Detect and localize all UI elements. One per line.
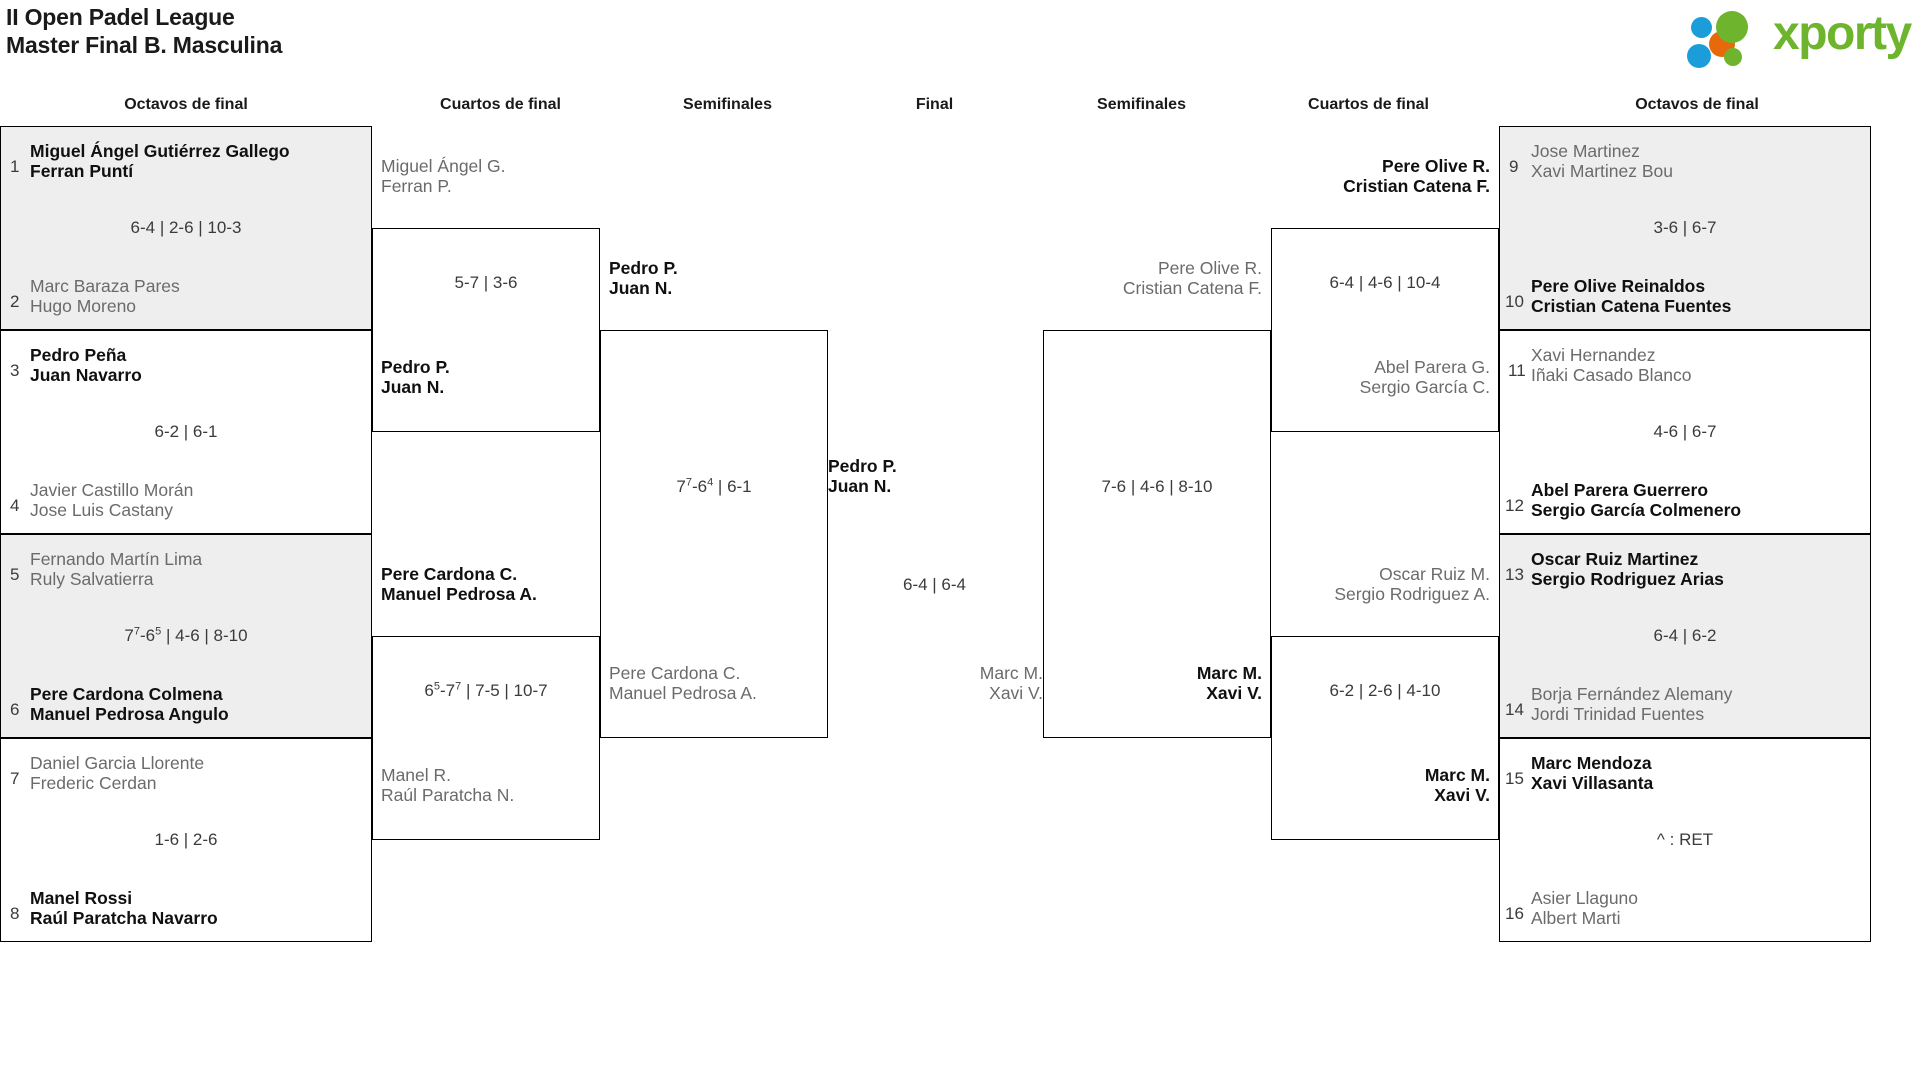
team-names-seed-11: Xavi Hernandez Iñaki Casado Blanco: [1531, 345, 1692, 386]
connector-semis-left-1: [600, 330, 828, 738]
connector-cuartos-left-2: [372, 636, 600, 840]
logo-dot-green-small: [1724, 48, 1742, 66]
connector-cuartos-right-2: [1271, 636, 1499, 840]
team-names-seed-2: Marc Baraza Pares Hugo Moreno: [30, 276, 180, 317]
team-names-seed-9: Jose Martinez Xavi Martinez Bou: [1531, 141, 1674, 182]
match-slot-octavos-right-4[interactable]: [1499, 738, 1871, 942]
seed-number-13: 13: [1505, 565, 1524, 584]
score-octavos-left-2: 6-2 | 6-1: [154, 422, 218, 441]
team-names-cuartos-left-2b: Manel R. Raúl Paratcha N.: [381, 765, 515, 806]
team-names-cuartos-right-1a: Pere Olive R. Cristian Catena F.: [1343, 156, 1490, 197]
team-names-seed-16: Asier Llaguno Albert Marti: [1531, 888, 1639, 929]
team-names-seed-10: Pere Olive Reinaldos Cristian Catena Fue…: [1531, 276, 1732, 317]
team-names-cuartos-right-2b: Marc M. Xavi V.: [1424, 765, 1490, 806]
column-header-semis-right: Semifinales: [1097, 96, 1186, 113]
team-names-seed-1: Miguel Ángel Gutiérrez Gallego Ferran Pu…: [30, 141, 290, 182]
match-slot-octavos-right-3[interactable]: [1499, 534, 1871, 738]
match-slot-octavos-right-1[interactable]: [1499, 126, 1871, 330]
team-names-semis-left-1a: Pedro P. Juan N.: [609, 258, 678, 299]
score-octavos-left-3: 77-65 | 4-6 | 8-10: [124, 625, 248, 645]
column-header-cuartos-right: Cuartos de final: [1308, 96, 1429, 113]
seed-number-12: 12: [1505, 496, 1524, 515]
score-octavos-left-1: 6-4 | 2-6 | 10-3: [130, 218, 242, 237]
match-slot-octavos-left-1[interactable]: [0, 126, 372, 330]
team-names-seed-12: Abel Parera Guerrero Sergio García Colme…: [1531, 480, 1742, 521]
team-names-cuartos-left-2a: Pere Cardona C. Manuel Pedrosa A.: [381, 564, 537, 605]
score-octavos-right-1: 3-6 | 6-7: [1653, 218, 1717, 237]
team-names-seed-14: Borja Fernández Alemany Jordi Trinidad F…: [1531, 684, 1733, 725]
score-semis-left-1: 77-64 | 6-1: [676, 476, 752, 496]
seed-number-10: 10: [1505, 292, 1524, 311]
seed-number-9: 9: [1509, 157, 1519, 176]
score-octavos-left-4: 1-6 | 2-6: [154, 830, 218, 849]
xporty-logo: xporty: [1687, 6, 1912, 68]
seed-number-2: 2: [10, 292, 20, 311]
logo-dot-green-big: [1716, 11, 1748, 43]
team-names-semis-right-1b: Marc M. Xavi V.: [1196, 663, 1262, 704]
team-names-seed-6: Pere Cardona Colmena Manuel Pedrosa Angu…: [30, 684, 229, 725]
seed-number-11: 11: [1508, 361, 1526, 380]
team-names-semis-right-1a: Pere Olive R. Cristian Catena F.: [1122, 258, 1262, 299]
team-names-final-b: Marc M. Xavi V.: [979, 663, 1043, 704]
score-octavos-right-4: ^ : RET: [1656, 830, 1714, 849]
column-header-cuartos-left: Cuartos de final: [440, 96, 561, 113]
logo-dot-blue-bottom: [1687, 44, 1711, 68]
team-names-seed-7: Daniel Garcia Llorente Frederic Cerdan: [30, 753, 205, 794]
match-slot-octavos-left-4[interactable]: [0, 738, 372, 942]
team-names-cuartos-right-2a: Oscar Ruiz M. Sergio Rodriguez A.: [1334, 564, 1490, 605]
connector-cuartos-left-1: [372, 228, 600, 432]
seed-number-6: 6: [10, 700, 20, 719]
logo-wordmark: xporty: [1773, 7, 1912, 60]
seed-number-5: 5: [10, 565, 20, 584]
title-line-2: Master Final B. Masculina: [6, 32, 283, 59]
team-names-seed-13: Oscar Ruiz Martinez Sergio Rodriguez Ari…: [1531, 549, 1724, 590]
team-names-cuartos-left-1a: Miguel Ángel G. Ferran P.: [381, 156, 506, 197]
seed-number-16: 16: [1505, 904, 1524, 923]
logo-dot-blue-top: [1691, 17, 1712, 38]
score-semis-right-1: 7-6 | 4-6 | 8-10: [1101, 477, 1213, 496]
team-names-seed-15: Marc Mendoza Xavi Villasanta: [1531, 753, 1654, 794]
match-slot-octavos-left-3[interactable]: [0, 534, 372, 738]
score-cuartos-left-1: 5-7 | 3-6: [454, 273, 518, 292]
connector-semis-right-1: [1043, 330, 1271, 738]
seed-number-14: 14: [1505, 700, 1524, 719]
seed-number-7: 7: [10, 769, 20, 788]
team-names-semis-left-1b: Pere Cardona C. Manuel Pedrosa A.: [609, 663, 757, 704]
score-final: 6-4 | 6-4: [902, 575, 966, 594]
column-header-octavos-right: Octavos de final: [1635, 96, 1759, 113]
title-line-1: II Open Padel League: [6, 4, 235, 30]
score-octavos-right-3: 6-4 | 6-2: [1653, 626, 1717, 645]
match-slot-octavos-right-2[interactable]: [1499, 330, 1871, 534]
team-names-final-a: Pedro P. Juan N.: [828, 456, 897, 497]
score-octavos-right-2: 4-6 | 6-7: [1653, 422, 1717, 441]
score-cuartos-left-2: 65-77 | 7-5 | 10-7: [424, 680, 548, 700]
team-names-seed-4: Javier Castillo Morán Jose Luis Castany: [30, 480, 194, 521]
seed-number-1: 1: [10, 157, 20, 176]
seed-number-3: 3: [10, 361, 20, 380]
seed-number-4: 4: [10, 496, 20, 515]
team-names-seed-3: Pedro Peña Juan Navarro: [30, 345, 142, 386]
match-slot-octavos-left-2[interactable]: [0, 330, 372, 534]
team-names-cuartos-right-1b: Abel Parera G. Sergio García C.: [1359, 357, 1490, 398]
column-header-octavos-left: Octavos de final: [124, 96, 248, 113]
connector-cuartos-right-1: [1271, 228, 1499, 432]
column-header-semis-left: Semifinales: [683, 96, 772, 113]
team-names-seed-5: Fernando Martín Lima Ruly Salvatierra: [30, 549, 203, 590]
team-names-seed-8: Manel Rossi Raúl Paratcha Navarro: [30, 888, 218, 929]
score-cuartos-right-2: 6-2 | 2-6 | 4-10: [1329, 681, 1441, 700]
team-names-cuartos-left-1b: Pedro P. Juan N.: [381, 357, 450, 398]
seed-number-8: 8: [10, 904, 20, 923]
score-cuartos-right-1: 6-4 | 4-6 | 10-4: [1329, 273, 1441, 292]
column-header-final: Final: [915, 96, 954, 113]
page-title: II Open Padel League Master Final B. Mas…: [6, 3, 282, 59]
seed-number-15: 15: [1505, 769, 1524, 788]
